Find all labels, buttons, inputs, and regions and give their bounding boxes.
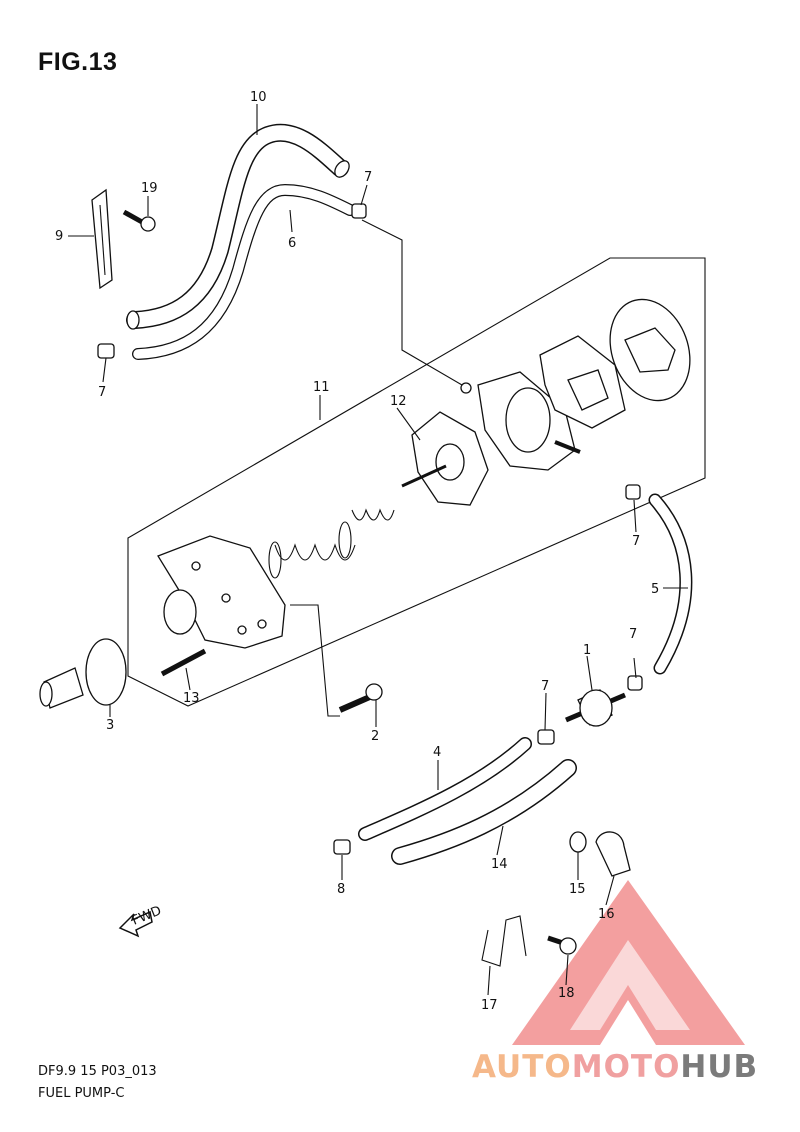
callout-14: 14 xyxy=(491,857,508,872)
diaphragm-12 xyxy=(401,411,489,506)
callout-10: 10 xyxy=(250,90,267,105)
o-ring-3 xyxy=(85,638,127,706)
callout-7-filter: 7 xyxy=(541,679,549,694)
callout-16: 16 xyxy=(598,907,615,922)
callout-12: 12 xyxy=(390,394,407,409)
callout-7-left: 7 xyxy=(98,385,106,400)
bolt-2 xyxy=(338,683,383,713)
clamp-7-left xyxy=(97,343,115,359)
callout-5: 5 xyxy=(651,582,659,597)
hose-4 xyxy=(358,737,532,841)
hose-6 xyxy=(132,183,356,360)
figure-title: FIG.13 xyxy=(38,48,118,76)
holder-16 xyxy=(595,831,631,877)
bracket-9 xyxy=(91,188,113,290)
pump-cover xyxy=(460,371,581,471)
hose-10 xyxy=(126,123,350,330)
callout-15: 15 xyxy=(569,882,586,897)
watermark-logo: AUTOMOTOHUB xyxy=(472,1049,758,1085)
callout-19: 19 xyxy=(141,181,158,196)
hose-5 xyxy=(648,493,693,675)
bolt-13 xyxy=(160,648,207,677)
clamp-7-filter xyxy=(537,729,555,745)
gasket xyxy=(539,335,626,429)
screw-19 xyxy=(122,209,156,232)
plug xyxy=(39,667,84,709)
callout-7-top: 7 xyxy=(364,170,372,185)
assembly-outline xyxy=(127,257,706,707)
fwd-arrow-icon xyxy=(118,910,153,938)
pump-body xyxy=(157,535,286,649)
callout-13: 13 xyxy=(183,691,200,706)
callout-6: 6 xyxy=(288,236,296,251)
leader-lines xyxy=(68,104,688,996)
clamp-8 xyxy=(333,839,351,855)
spring-large xyxy=(268,521,356,579)
watermark-moto: MOTO xyxy=(571,1049,681,1085)
spring-small xyxy=(351,508,395,521)
figure-code: DF9.9 15 P03_013 xyxy=(38,1064,157,1079)
watermark-hub: HUB xyxy=(680,1049,759,1085)
grommet-15 xyxy=(569,831,587,853)
valve-plate xyxy=(609,298,691,402)
callout-9: 9 xyxy=(55,229,63,244)
callout-18: 18 xyxy=(558,986,575,1001)
callout-3: 3 xyxy=(106,718,114,733)
figure-name: FUEL PUMP-C xyxy=(38,1086,125,1101)
hose-14 xyxy=(391,759,577,865)
callout-11: 11 xyxy=(313,380,330,395)
clip-17 xyxy=(481,915,527,967)
screw-18 xyxy=(547,935,577,955)
callout-4: 4 xyxy=(433,745,441,760)
watermark-auto: AUTO xyxy=(472,1049,572,1085)
callout-17: 17 xyxy=(481,998,498,1013)
callout-8: 8 xyxy=(337,882,345,897)
callout-7-right-top: 7 xyxy=(632,534,640,549)
clamp-7-right-top xyxy=(625,484,641,500)
clamp-7-top xyxy=(351,203,367,219)
callout-2: 2 xyxy=(371,729,379,744)
clamp-7-right-bottom xyxy=(627,675,643,691)
watermark-triangle xyxy=(512,880,745,1045)
callout-1: 1 xyxy=(583,643,591,658)
fuel-filter-1 xyxy=(565,689,626,727)
callout-7-right-bottom: 7 xyxy=(629,627,637,642)
